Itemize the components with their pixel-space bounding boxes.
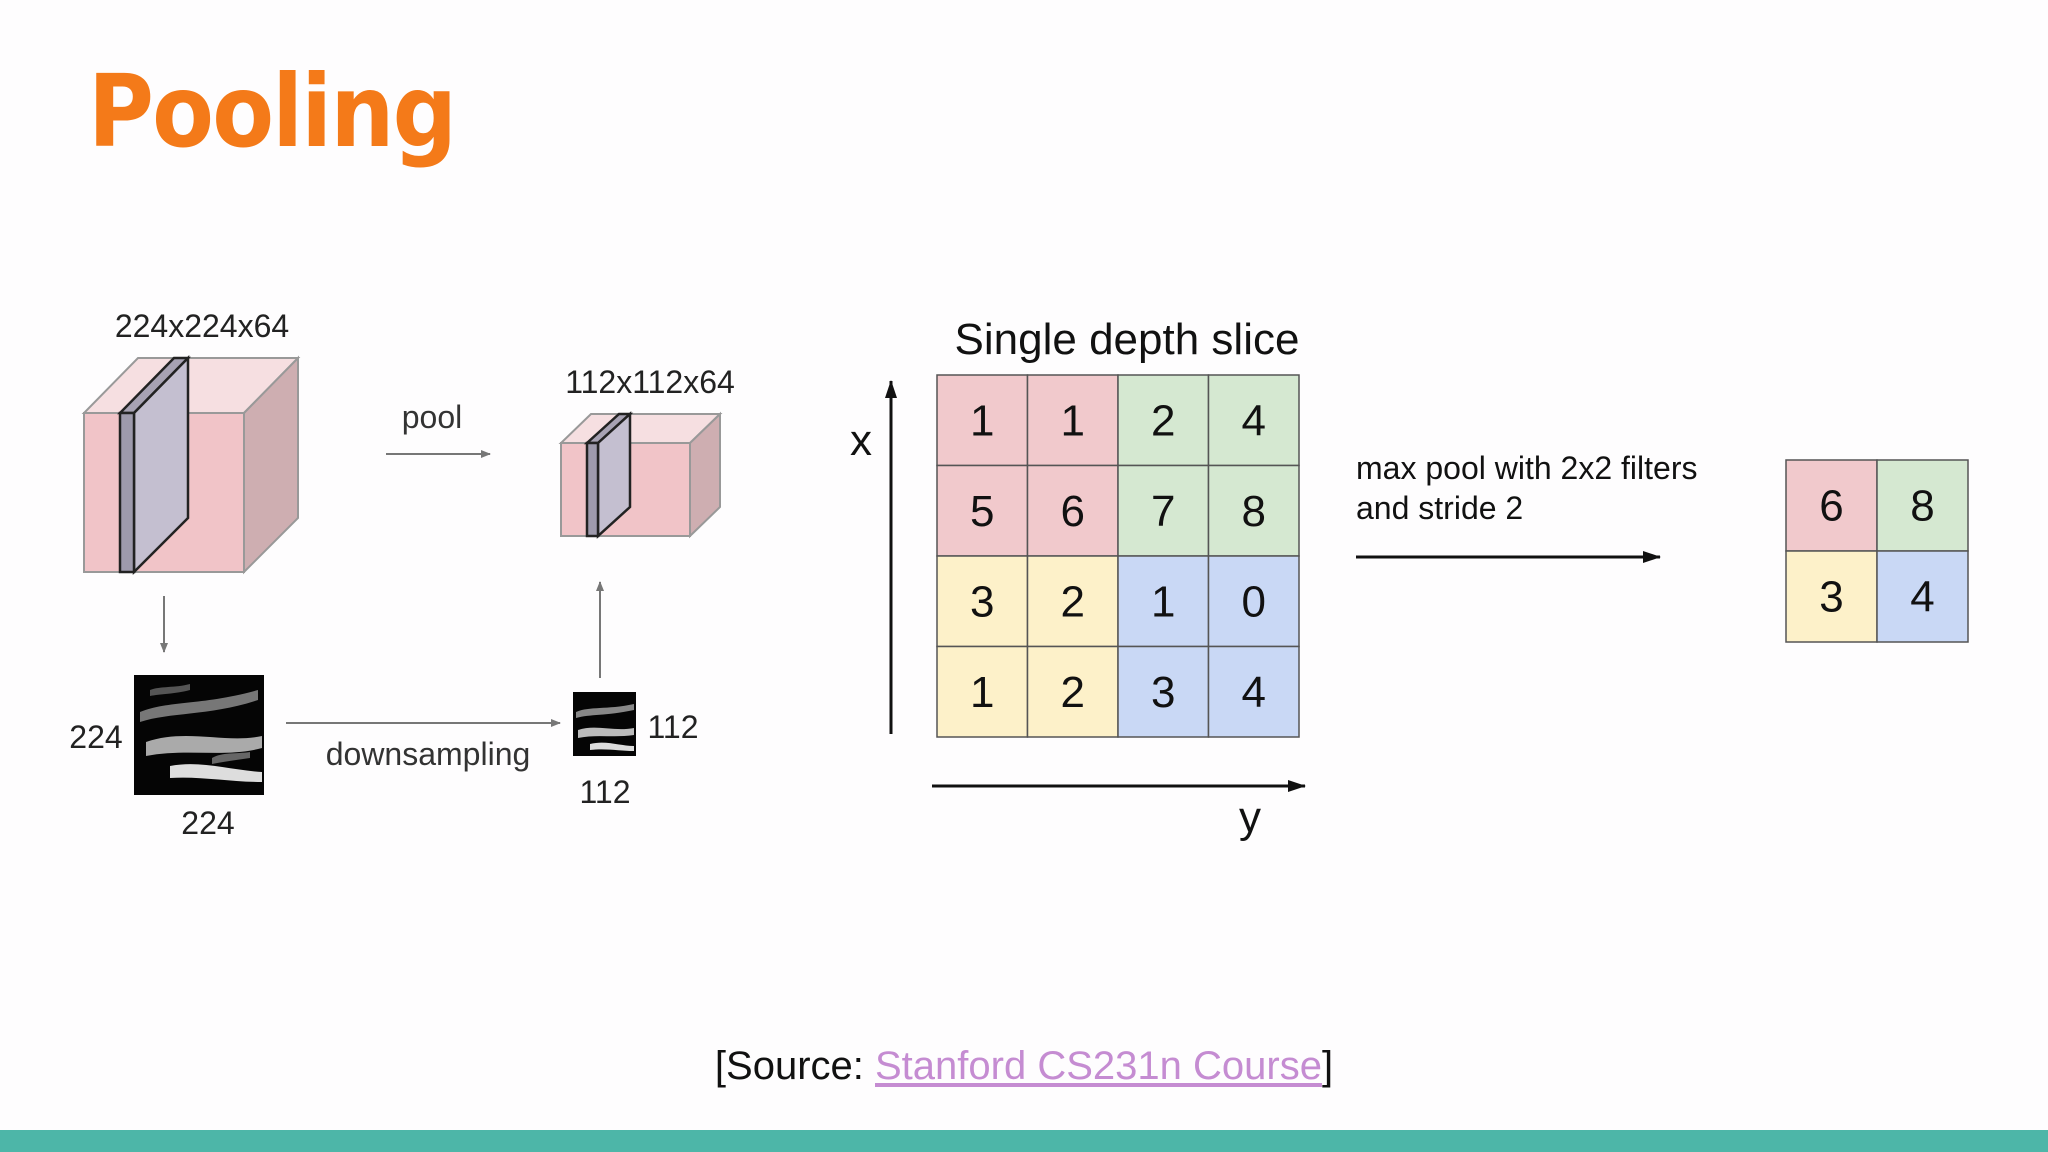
- input-grid-cell: [1207, 464, 1300, 557]
- input-grid-cell: [1117, 645, 1210, 738]
- input-grid-cell-value: 1: [1061, 396, 1085, 445]
- downsampling-label: downsampling: [326, 736, 531, 772]
- input-grid-cell-value: 3: [1151, 668, 1175, 717]
- output-grid-cell-value: 3: [1819, 573, 1843, 622]
- input-grid-cell: [1207, 555, 1300, 648]
- grid-title: Single depth slice: [955, 315, 1300, 364]
- output-volume-cube: [558, 411, 723, 539]
- source-link[interactable]: Stanford CS231n Course: [875, 1044, 1322, 1088]
- input-grid-cell: [1117, 555, 1210, 648]
- output-volume-label: 112x112x64: [565, 364, 735, 400]
- input-grid-cell-value: 6: [1061, 487, 1085, 536]
- input-grid-cell: [1026, 464, 1119, 557]
- input-grid-cell-value: 1: [1151, 577, 1175, 626]
- y-axis-label: y: [1239, 793, 1261, 842]
- output-grid-cell-value: 4: [1910, 573, 1934, 622]
- operation-label-line2: and stride 2: [1356, 490, 1523, 526]
- input-grid-cell-value: 7: [1151, 487, 1175, 536]
- output-grid-cell-value: 8: [1910, 482, 1934, 531]
- operation-label-line1: max pool with 2x2 filters: [1356, 450, 1697, 486]
- input-grid-cell: [1117, 374, 1210, 467]
- input-grid-cell-value: 4: [1242, 668, 1266, 717]
- input-map-width-label: 224: [181, 805, 234, 841]
- input-grid-cell-value: 8: [1242, 487, 1266, 536]
- output-grid-cell: [1876, 550, 1969, 643]
- input-grid-cell: [1117, 464, 1210, 557]
- output-grid-cell: [1785, 550, 1878, 643]
- source-suffix: ]: [1321, 1044, 1334, 1088]
- input-grid-cell-value: 2: [1061, 668, 1085, 717]
- input-grid-cell-value: 3: [970, 577, 994, 626]
- input-grid-cell: [1207, 645, 1300, 738]
- input-grid: 1 1 2 4 5 6 7 8 3 2 1 0 1 2 3 4: [936, 374, 1300, 738]
- input-grid-cell: [1207, 374, 1300, 467]
- input-grid-cell-value: 5: [970, 487, 994, 536]
- output-activation-map: [573, 692, 636, 756]
- input-map-height-label: 224: [69, 719, 122, 755]
- bottom-accent-bar: [0, 1130, 2048, 1152]
- input-volume-cube: [81, 354, 301, 576]
- input-grid-cell-value: 2: [1061, 577, 1085, 626]
- output-map-width-label: 112: [579, 774, 630, 810]
- input-grid-cell-value: 2: [1151, 396, 1175, 445]
- source-prefix: [Source:: [714, 1044, 875, 1088]
- output-grid-cell: [1785, 459, 1878, 552]
- input-grid-cell-value: 0: [1242, 577, 1266, 626]
- input-volume-label: 224x224x64: [115, 308, 289, 344]
- input-grid-cell: [1026, 645, 1119, 738]
- input-activation-map: [134, 675, 264, 795]
- input-grid-cell: [936, 645, 1029, 738]
- output-grid-cell-value: 6: [1819, 482, 1843, 531]
- source-citation: [Source: Stanford CS231n Course]: [0, 1044, 2048, 1089]
- input-grid-cell: [936, 555, 1029, 648]
- input-grid-cell: [1026, 555, 1119, 648]
- input-grid-cell-value: 4: [1242, 396, 1266, 445]
- input-grid-cell-value: 1: [970, 668, 994, 717]
- output-map-height-label: 112: [647, 709, 698, 745]
- output-grid: 6 8 3 4: [1785, 459, 1969, 643]
- x-axis-label: x: [850, 416, 872, 465]
- pool-label: pool: [402, 399, 463, 435]
- slide-title: Pooling: [88, 53, 457, 170]
- input-grid-cell-value: 1: [970, 396, 994, 445]
